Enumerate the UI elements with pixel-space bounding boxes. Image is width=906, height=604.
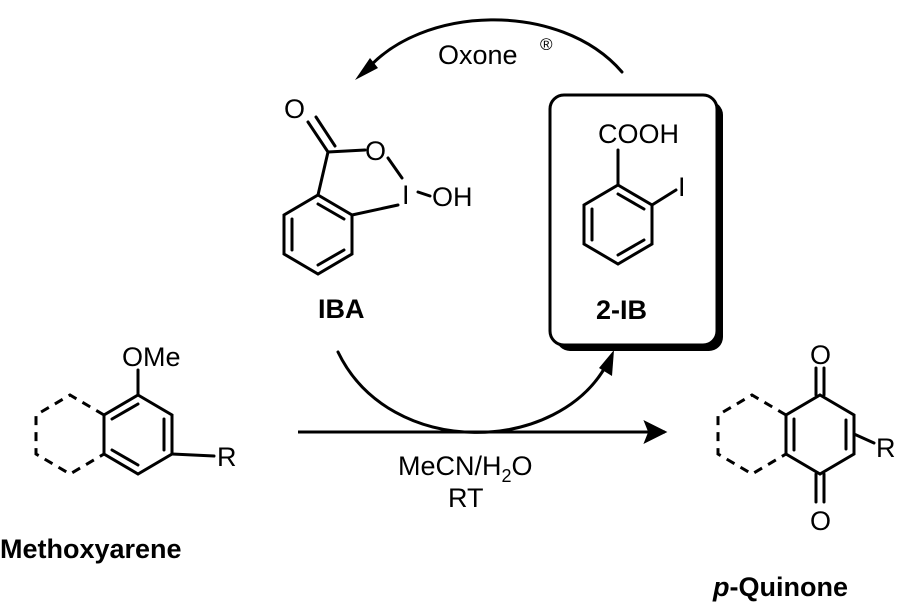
2-ib-box: [548, 93, 719, 347]
quinone-top-oxygen: O: [810, 340, 831, 370]
iba-ring-oxygen: O: [365, 136, 386, 166]
quinone-bottom-oxygen: O: [810, 506, 831, 536]
iba-name: IBA: [318, 294, 365, 324]
solvent-label: MeCN/H2O: [398, 451, 533, 486]
oxone-arc-arrow: [363, 18, 624, 74]
oxone-label: Oxone: [438, 40, 518, 70]
p-quinone-structure: [716, 366, 876, 504]
registered-mark: ®: [540, 35, 553, 54]
iba-hydroxyl: OH: [432, 182, 473, 212]
2-ib-structure: [582, 148, 678, 266]
methoxyarene-r-group: R: [217, 442, 237, 472]
2-ib-acid-group: COOH: [598, 119, 679, 149]
methoxy-label: OMe: [122, 342, 181, 372]
methoxyarene-structure: [34, 368, 216, 476]
oxone-arrowhead: [355, 58, 378, 80]
reduction-arc-arrow: [336, 350, 610, 434]
2-ib-iodine: I: [678, 172, 686, 202]
p-quinone-name: p-Quinone: [712, 572, 848, 602]
quinone-r-group: R: [876, 433, 896, 463]
iba-structure: [282, 115, 432, 276]
2-ib-name: 2-IB: [596, 295, 647, 325]
methoxyarene-name: Methoxyarene: [0, 534, 182, 564]
iba-carbonyl-oxygen: O: [284, 94, 305, 124]
iba-iodine: I: [402, 180, 410, 210]
reduction-arrowhead: [599, 350, 614, 376]
temperature-label: RT: [448, 483, 484, 513]
